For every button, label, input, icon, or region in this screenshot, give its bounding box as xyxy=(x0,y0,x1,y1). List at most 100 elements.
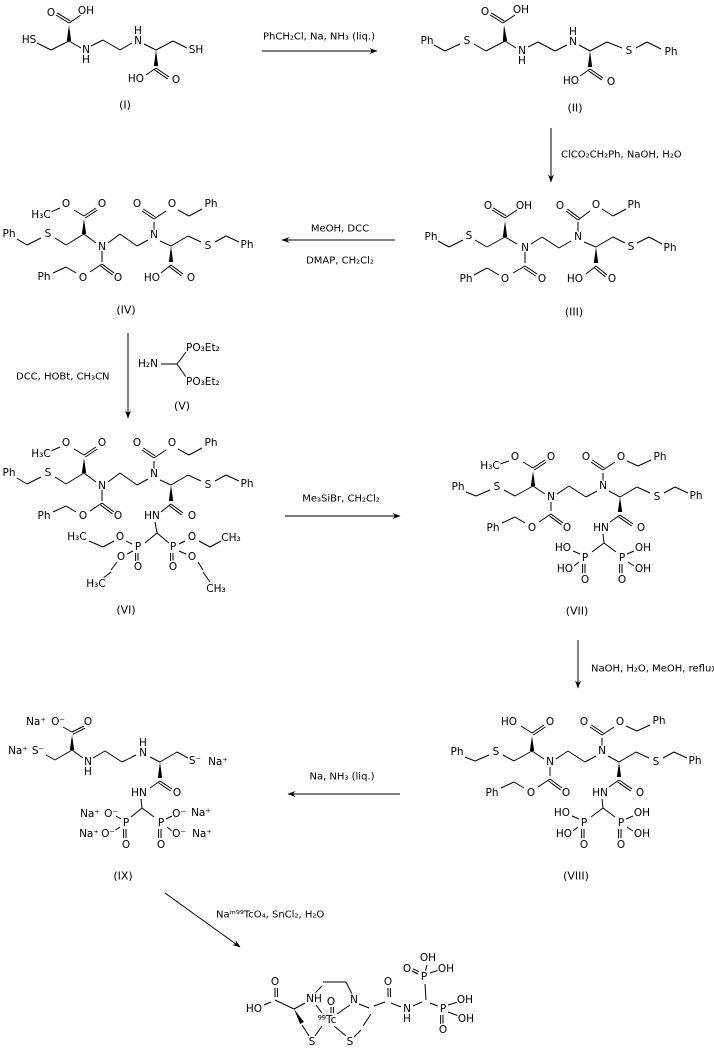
compound-label: (VI) xyxy=(116,604,135,617)
bond xyxy=(550,513,564,524)
atom-label: S xyxy=(654,491,661,503)
bond xyxy=(71,725,85,733)
bond xyxy=(491,209,506,219)
bond xyxy=(52,266,67,274)
atom-label: O xyxy=(172,74,180,86)
bond xyxy=(474,239,488,248)
bond xyxy=(159,479,172,486)
compound-label: (III) xyxy=(565,306,583,319)
bond xyxy=(617,781,631,792)
atom-label: O xyxy=(188,551,196,563)
bond xyxy=(524,265,538,275)
compound-label: (II) xyxy=(567,102,582,115)
bond xyxy=(662,751,675,759)
bond xyxy=(447,1001,459,1006)
bond xyxy=(72,727,86,735)
bond xyxy=(556,485,570,495)
bond xyxy=(549,778,563,789)
bond xyxy=(65,505,77,513)
atom-label: Ph xyxy=(425,231,438,243)
bond xyxy=(626,550,635,555)
bond xyxy=(492,207,507,217)
bond xyxy=(83,233,97,244)
atom-label: HO xyxy=(554,807,570,819)
bond xyxy=(538,513,552,523)
atom-label: O xyxy=(481,6,489,18)
bond xyxy=(504,209,518,219)
atom-label: Ph xyxy=(205,437,218,449)
bond xyxy=(567,750,586,763)
atom-label: O xyxy=(528,522,536,534)
bond xyxy=(531,724,545,734)
compound-label: (IV) xyxy=(116,304,135,317)
bond xyxy=(100,265,113,276)
bond xyxy=(532,485,546,495)
atom-label: S xyxy=(45,228,52,240)
reagent-label: Naᵐ⁹⁹TcO₄, SnCl₂, H₂O xyxy=(216,910,324,921)
bond xyxy=(572,826,579,832)
wedge-bond xyxy=(529,736,535,751)
compound-label: (V) xyxy=(174,400,190,413)
bond xyxy=(149,756,161,763)
wedge-bond xyxy=(157,762,163,778)
bond xyxy=(113,826,121,832)
bond xyxy=(353,1029,362,1038)
bond xyxy=(541,236,560,249)
atom-label: HO xyxy=(246,1003,262,1015)
atom-label: Na⁺ xyxy=(80,808,100,820)
wedge-bond xyxy=(168,485,174,501)
bond xyxy=(166,826,173,832)
compound-label: (VIII) xyxy=(563,870,589,883)
atom-label: P xyxy=(582,552,588,564)
bond xyxy=(153,449,167,459)
bond xyxy=(102,39,121,51)
bond xyxy=(169,505,182,516)
wedge-bond xyxy=(168,246,174,262)
atom-label: HN xyxy=(144,510,160,522)
reagent-label: NaOH, H₂O, MeOH, reflux xyxy=(591,664,714,675)
bond xyxy=(572,550,581,555)
atom-label: OH xyxy=(457,994,473,1006)
atom-label: H₃C xyxy=(31,448,50,460)
atom-label: Ph xyxy=(653,715,666,727)
atom-label: O xyxy=(562,787,570,799)
atom-label: OH xyxy=(635,542,651,554)
atom-label: O xyxy=(547,451,555,463)
bond xyxy=(26,237,42,246)
atom-label: O xyxy=(133,198,141,210)
bond xyxy=(474,754,490,762)
atom-label: N xyxy=(403,1003,411,1015)
bond xyxy=(568,485,587,498)
bond xyxy=(55,14,70,24)
bond xyxy=(573,561,580,567)
atom-label: H xyxy=(82,54,90,66)
bond xyxy=(52,505,67,513)
atom-label: N xyxy=(546,756,554,768)
bond xyxy=(160,503,172,513)
bond xyxy=(16,477,28,485)
atom-label: P xyxy=(440,1003,446,1015)
bond xyxy=(618,516,632,527)
atom-label: O xyxy=(608,273,616,285)
atom-label: P xyxy=(135,541,141,553)
atom-label: Na⁺ xyxy=(26,716,46,728)
atom-label: O xyxy=(98,437,106,449)
reagent-label: PhCH₂Cl, Na, NH₃ (liq.) xyxy=(263,32,375,43)
atom-label: OH xyxy=(513,4,529,16)
bond xyxy=(176,363,187,378)
bond xyxy=(504,40,517,49)
wedge-bond xyxy=(587,51,593,67)
atom-label: N xyxy=(547,491,555,503)
wedge-bond xyxy=(502,221,508,237)
bond xyxy=(170,474,189,486)
bond xyxy=(464,756,476,762)
atom-label: S xyxy=(205,240,212,252)
arrow-line xyxy=(164,892,241,948)
bond xyxy=(170,235,189,247)
bond xyxy=(473,43,487,52)
bond xyxy=(65,233,85,246)
atom-label: OH xyxy=(634,807,650,819)
